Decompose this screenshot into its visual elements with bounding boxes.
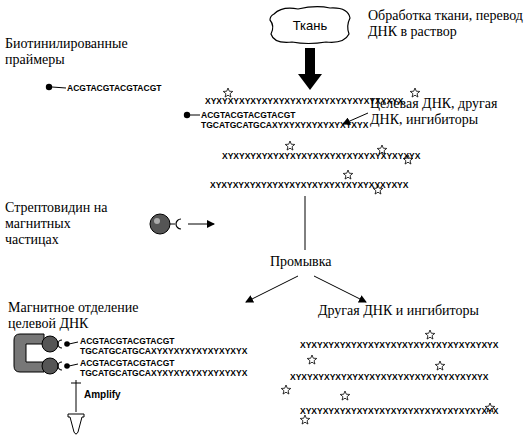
caption-text: Стрептовидин на магнитных частицах (5, 200, 120, 248)
flow-tick (71, 383, 81, 384)
caption-text: Биотинилированные праймеры (5, 36, 155, 68)
step-label: Промывка (270, 254, 332, 270)
process-arrow (298, 48, 322, 90)
dna-sequence: TGCATGCATGCAXYXYXYXYXYXYXYXYX (80, 368, 247, 378)
pcr-tube (68, 414, 84, 434)
magnet (14, 334, 78, 374)
caption-text: Целевая ДНК, другая ДНК, ингибиторы (370, 96, 515, 128)
dna-sequence: TGCATGCATGCAXYXYXYXYXYXYXYXYX (201, 120, 368, 130)
dna-sequence: ACGTACGTACGTACGT (67, 83, 161, 93)
biotin-primer (46, 84, 66, 90)
flow-line (305, 196, 306, 250)
tissue-blob: Ткань (268, 4, 352, 46)
caption-text: Другая ДНК и ингибиторы (318, 303, 528, 319)
dna-sequence: TGCATGCATGCAXYXYXYXYXYXYXYXYX (80, 346, 247, 356)
flow-line (314, 276, 366, 302)
dna-sequence: ACGTACGTACGTACGT (80, 358, 174, 368)
caption-text: Обработка ткани, перевод ДНК в раствор (368, 8, 531, 40)
node-text: Ткань (268, 18, 352, 33)
step-label: Amplify (84, 389, 121, 401)
dna-sequence: ACGTACGTACGTACGT (80, 336, 174, 346)
dna-sequence: XYXYXYXYXYXYXYXYXYXYXYXYXYXYXYXYXYX (222, 151, 420, 161)
magnetic-bead (150, 214, 214, 234)
biotin-primer (184, 112, 200, 118)
dna-sequence: ACGTACGTACGTACGT (201, 110, 295, 120)
dna-sequence: XYXYXYXYXYXYXYXYXYXYXYXYXYXYXYXYXYX (300, 406, 498, 416)
dna-sequence: XYXYXYXYXYXYXYXYXYXYXYXYXYXYXYXYXYX (290, 372, 488, 382)
caption-text: Магнитное отделение целевой ДНК (8, 300, 158, 332)
flow-line (76, 380, 77, 412)
flow-line (246, 276, 298, 302)
dna-sequence: XYXYXYXYXYXYXYXYXYXYXYXYXYXYXYXYXYX (210, 180, 408, 190)
dna-sequence: XYXYXYXYXYXYXYXYXYXYXYXYXYXYXYXYXYX (300, 340, 498, 350)
